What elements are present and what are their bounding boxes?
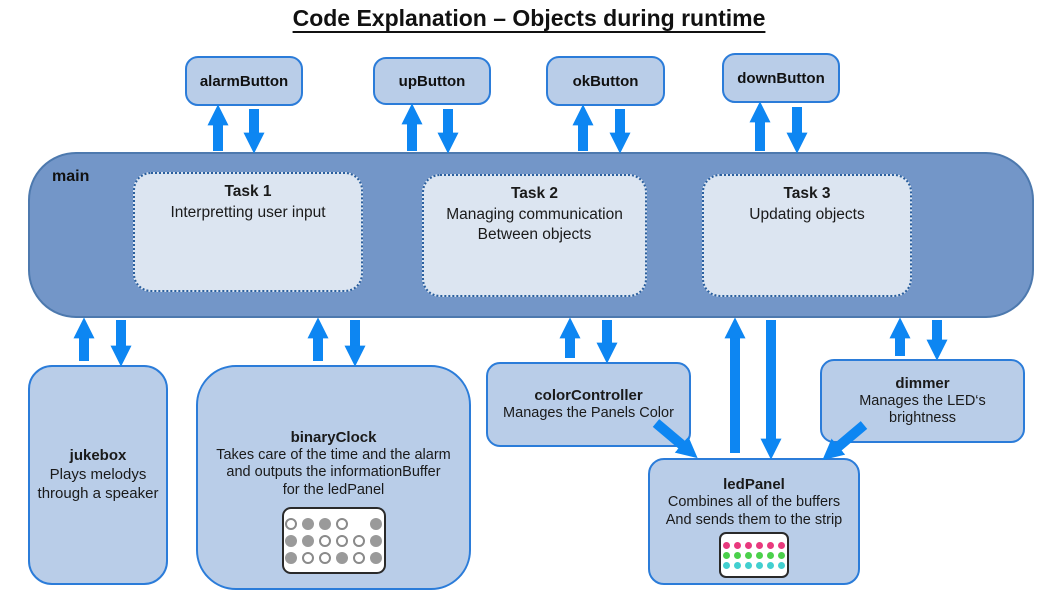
node-task-3: Task 3 Updating objects xyxy=(702,174,912,297)
node-label: downButton xyxy=(737,69,825,87)
node-line: Combines all of the buffers xyxy=(667,494,841,510)
node-alarm-button: alarmButton xyxy=(185,56,303,106)
node-line: Manages the LED‘s xyxy=(859,392,986,409)
task-title: Task 1 xyxy=(224,183,272,200)
task-title: Task 2 xyxy=(510,185,559,202)
node-dimmer: dimmer Manages the LED‘s brightness xyxy=(820,359,1025,443)
task-line: Interpretting user input xyxy=(170,204,326,221)
node-task-1: Task 1 Interpretting user input xyxy=(133,172,363,292)
node-line: Takes care of the time and the alarm xyxy=(216,446,451,463)
node-title: jukebox xyxy=(69,447,127,464)
node-label: alarmButton xyxy=(199,72,289,90)
node-led-panel: ledPanel Combines all of the buffers And… xyxy=(648,458,860,585)
node-line: for the ledPanel xyxy=(282,481,385,498)
node-jukebox: jukebox Plays melodys through a speaker xyxy=(28,365,168,585)
node-line: brightness xyxy=(889,410,956,426)
binary-clock-led-matrix-icon xyxy=(281,507,386,574)
node-title: binaryClock xyxy=(290,428,377,446)
node-ok-button: okButton xyxy=(546,56,665,106)
node-main: main Task 1 Interpretting user input Tas… xyxy=(28,152,1034,318)
node-down-button: downButton xyxy=(722,53,840,103)
node-title: ledPanel xyxy=(723,476,785,493)
node-line: and outputs the informationBuffer xyxy=(226,464,441,480)
node-title: dimmer xyxy=(895,374,950,392)
node-line: through a speaker xyxy=(37,485,159,502)
node-label: upButton xyxy=(398,72,466,90)
node-task-2: Task 2 Managing communication Between ob… xyxy=(422,174,647,297)
task-line: Updating objects xyxy=(749,206,865,223)
node-line: Manages the Panels Color xyxy=(503,404,674,421)
node-label: okButton xyxy=(572,72,639,90)
node-up-button: upButton xyxy=(373,57,491,105)
task-line: Between objects xyxy=(477,226,592,243)
task-title: Task 3 xyxy=(783,185,831,202)
node-binary-clock: binaryClock Takes care of the time and t… xyxy=(196,365,471,590)
page-title: Code Explanation – Objects during runtim… xyxy=(292,5,766,31)
node-line: Plays melodys xyxy=(49,466,147,483)
node-line: And sends them to the strip xyxy=(665,511,843,528)
main-label: main xyxy=(52,168,90,185)
node-color-controller: colorController Manages the Panels Color xyxy=(486,362,691,447)
node-title: colorController xyxy=(534,386,643,404)
led-panel-color-matrix-icon xyxy=(719,532,789,578)
task-line: Managing communication xyxy=(446,206,623,223)
